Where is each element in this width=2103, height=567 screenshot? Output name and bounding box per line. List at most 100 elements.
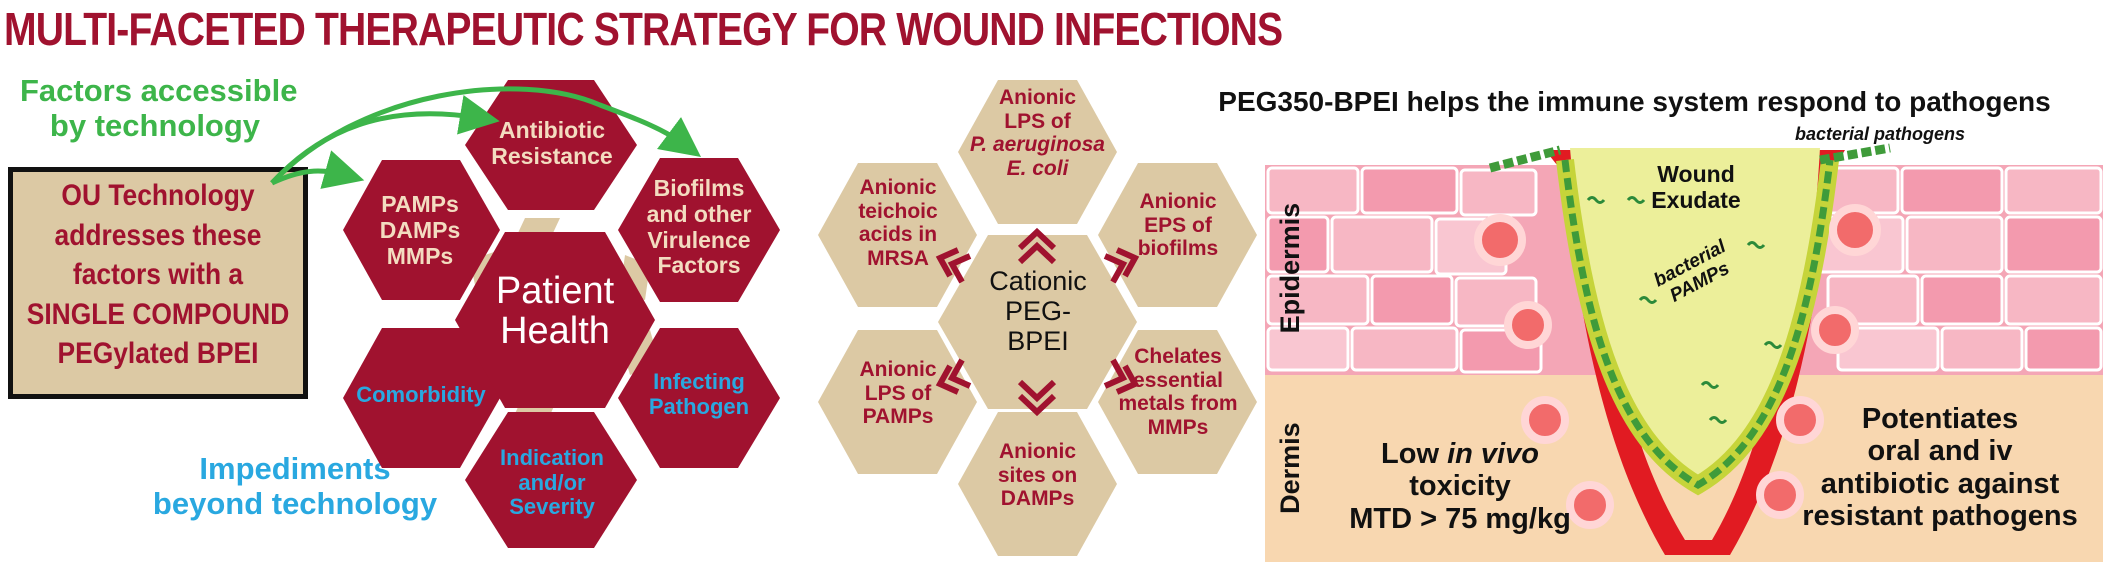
hex-line: sites on [997,463,1078,487]
chevron-downright-icon [1103,358,1140,395]
hex-line: MRSA [867,246,929,270]
impediments-line: beyond technology [152,485,438,521]
hex-line: Health [500,309,610,352]
potentiates-line: resistant pathogens [1802,500,2078,533]
hex-line: teichoic [858,199,938,223]
hex-line: LPS of [1004,109,1071,133]
surface-bacteria-left [1488,145,1562,173]
immune-cells [1474,204,1881,529]
hex-line: Virulence [647,226,751,253]
hex-line: DAMPs [379,216,461,243]
potentiates-line: Potentiates [1861,403,2019,435]
hex-line: Biofilms [653,175,745,201]
hex-line: and other [646,200,752,227]
hex-teichoic-label: Anionic teichoic acids in MRSA [818,176,978,270]
hex-line: Anionic [999,86,1076,109]
hex-line: E. coli [1006,156,1069,180]
hex-line: Anionic [1139,190,1217,213]
hex-line: MMPs [386,242,454,269]
arrow-to-pamps [270,150,365,189]
factors-line: by technology [49,107,261,143]
factors-label: Factors accessible by technology [20,73,298,143]
hex-pamps [343,160,500,300]
immune-heading: PEG350-BPEI helps the immune system resp… [1218,86,2051,117]
chevron-upright-icon [1103,247,1140,284]
hex-teichoic [818,163,977,307]
hex-chelates [1098,330,1257,474]
hex-lps-pamps-label: Anionic LPS of PAMPs [818,358,978,429]
hex-line: Indication [500,445,604,470]
hex-pathogen [618,328,780,468]
hex-damps [958,412,1117,556]
potentiates-line: antibiotic against [1820,467,2060,500]
hex-line: Anionic [999,440,1076,463]
impediments-line: Impediments [199,451,391,486]
ou-line: PEGylated BPEI [57,337,259,371]
exudate-line: Wound [1657,161,1735,187]
wound-exudate-area [1570,148,1820,478]
toxicity-text: Low in vivo toxicity MTD > 75 mg/kg [1340,438,1580,535]
bacterial-pathogens-label: bacterial pathogens [1794,124,1966,144]
hex-line: and/or [518,469,586,495]
hex-chelates-label: Chelates essential metals from MMPs [1098,345,1258,439]
chevron-up-icon [1017,227,1057,265]
hex-line: BPEI [1007,326,1069,357]
hex-line: P. aeruginosa [969,133,1105,157]
hex-line: PAMPs [381,191,459,217]
hex-cationic [938,235,1137,409]
hex-line: metals from [1118,392,1238,416]
page-title: MULTI-FACETED THERAPEUTIC STRATEGY FOR W… [4,3,1283,55]
toxicity-line: toxicity [1409,470,1511,503]
arrow-to-biofilms [270,86,702,185]
hex-lps-pamps [818,330,977,474]
ou-technology-text: OU Technology addresses these factors wi… [26,176,290,374]
surface-bacteria-right [1819,143,1891,165]
chevron-down-icon [1017,379,1057,417]
potentiates-text: Potentiates oral and iv antibiotic again… [1780,403,2100,533]
hex-lps-top [958,80,1117,224]
hex-indication [465,412,637,548]
pamp-squiggles [1586,196,1783,424]
hex-line: LPS of [864,381,932,405]
hex-antibiotic-label: Antibiotic Resistance [462,117,642,170]
wound-bed [1545,150,1845,555]
exudate-line: Exudate [1651,186,1741,213]
hex-comorbidity [343,328,500,468]
hex-line: biofilms [1137,237,1219,261]
hex-line: Severity [509,494,595,520]
hex-damps-label: Anionic sites on DAMPs [950,440,1125,511]
hex-line: Comorbidity [356,382,486,407]
hex-line: MMPs [1147,415,1209,439]
hex-pathogen-label: Infecting Pathogen [618,369,780,419]
hex-line: Chelates [1134,345,1222,368]
hex-cationic-label: Cationic PEG- BPEI [938,266,1138,357]
ou-line: addresses these [54,218,262,252]
toxicity-italic: in vivo [1447,438,1539,470]
toxicity-word: Low [1381,438,1440,470]
toxicity-line: Low in vivo [1340,438,1580,470]
hex-line: Infecting [653,369,745,394]
hex-lps-top-label: Anionic LPS of P. aeruginosa E. coli [950,86,1125,180]
hex-line: Resistance [491,142,613,169]
hex-line: Anionic [859,358,937,381]
hex-patient-health [455,232,655,408]
hex-patient-health-label: Patient Health [455,270,655,352]
hex-line: EPS of [1144,213,1212,237]
potentiates-line: oral and iv [1867,435,2013,468]
hex-eps [1098,163,1257,307]
hex-line: Patient [495,270,615,312]
hex-line: PAMPs [862,405,934,429]
skin-cells-left [1266,166,1543,374]
chevron-upleft-icon [935,247,972,284]
ou-line: SINGLE COMPOUND [26,297,290,331]
hex-line: Antibiotic [498,117,606,143]
ou-technology-box [8,167,308,399]
biofilm-bacteria [1561,159,1834,490]
hex-comorbidity-label: Comorbidity [340,382,502,408]
hex-line: PEG- [1004,296,1071,327]
hex-antibiotic [465,80,637,210]
factors-line: Factors accessible [20,73,298,108]
hex-biofilms [618,158,780,302]
